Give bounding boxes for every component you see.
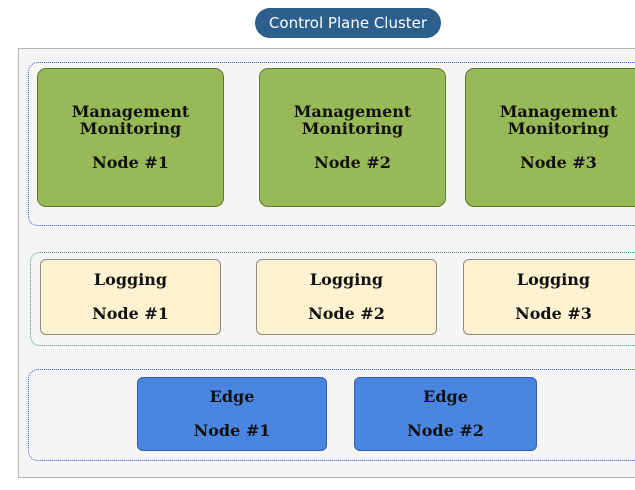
edge-node-2: Edge Node #2 — [354, 377, 537, 451]
edge-node-1-label: Node #1 — [193, 421, 271, 440]
logging-node-3-role: Logging — [516, 270, 591, 289]
management-node-2-label: Node #2 — [314, 152, 391, 172]
cluster-title-text: Control Plane Cluster — [268, 14, 428, 32]
logging-node-1: Logging Node #1 — [40, 259, 221, 335]
logging-node-2-role: Logging — [309, 270, 384, 289]
logging-node-1-role: Logging — [93, 270, 168, 289]
management-node-3-role-line1: Management — [499, 101, 618, 121]
edge-group — [28, 369, 635, 461]
management-node-3: Management Monitoring Node #3 — [465, 68, 635, 207]
logging-node-3: Logging Node #3 — [463, 259, 635, 335]
logging-node-2-label: Node #2 — [308, 304, 385, 323]
management-node-2-role-line1: Management — [293, 101, 412, 121]
management-node-3-label: Node #3 — [520, 152, 597, 172]
management-node-2: Management Monitoring Node #2 — [259, 68, 446, 207]
cluster-title: Control Plane Cluster — [255, 8, 441, 38]
logging-group — [30, 252, 635, 346]
logging-node-3-label: Node #3 — [515, 304, 592, 323]
management-node-1-role-line2: Monitoring — [79, 118, 182, 138]
edge-node-2-role: Edge — [423, 387, 468, 406]
management-node-2-role: Management Monitoring — [288, 103, 418, 137]
management-node-1-label: Node #1 — [92, 152, 169, 172]
management-node-1-role: Management Monitoring — [66, 103, 196, 137]
edge-node-2-label: Node #2 — [407, 421, 484, 440]
management-node-3-role-line2: Monitoring — [507, 118, 610, 138]
management-group — [28, 62, 635, 226]
management-node-2-role-line2: Monitoring — [301, 118, 404, 138]
management-node-1-role-line1: Management — [71, 101, 190, 121]
logging-node-1-label: Node #1 — [92, 304, 169, 323]
edge-node-1-role: Edge — [209, 387, 255, 406]
logging-node-2: Logging Node #2 — [256, 259, 437, 335]
edge-node-1: Edge Node #1 — [137, 377, 327, 451]
management-node-1: Management Monitoring Node #1 — [37, 68, 224, 207]
management-node-3-role: Management Monitoring — [494, 103, 624, 137]
